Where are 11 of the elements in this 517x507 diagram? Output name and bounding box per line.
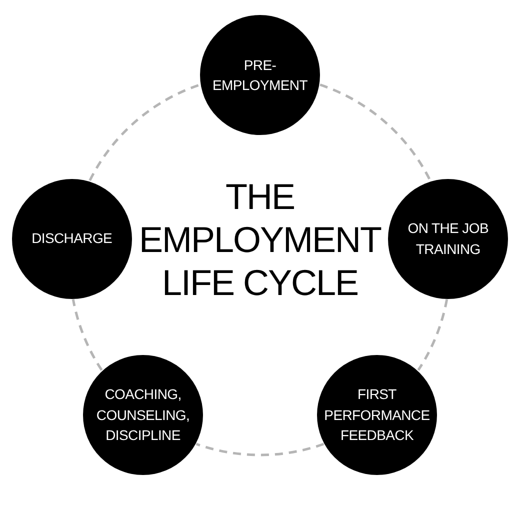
stage-label: PRE-EMPLOYMENT xyxy=(211,56,308,95)
dashed-connector xyxy=(417,299,448,371)
stage-label: COACHING, COUNSELING, DISCIPLINE xyxy=(95,385,191,445)
stage-label: FIRST PERFORMANCE FEEDBACK xyxy=(324,385,430,445)
stage-label: DISCHARGE xyxy=(32,229,112,248)
dashed-connector xyxy=(196,442,324,456)
diagram-title: THE EMPLOYMENT LIFE CYCLE xyxy=(138,175,382,305)
dashed-connector xyxy=(72,299,103,371)
dashed-connector xyxy=(320,84,432,182)
dashed-connector xyxy=(88,84,200,182)
stage-label: ON THE JOB TRAINING xyxy=(406,219,490,259)
